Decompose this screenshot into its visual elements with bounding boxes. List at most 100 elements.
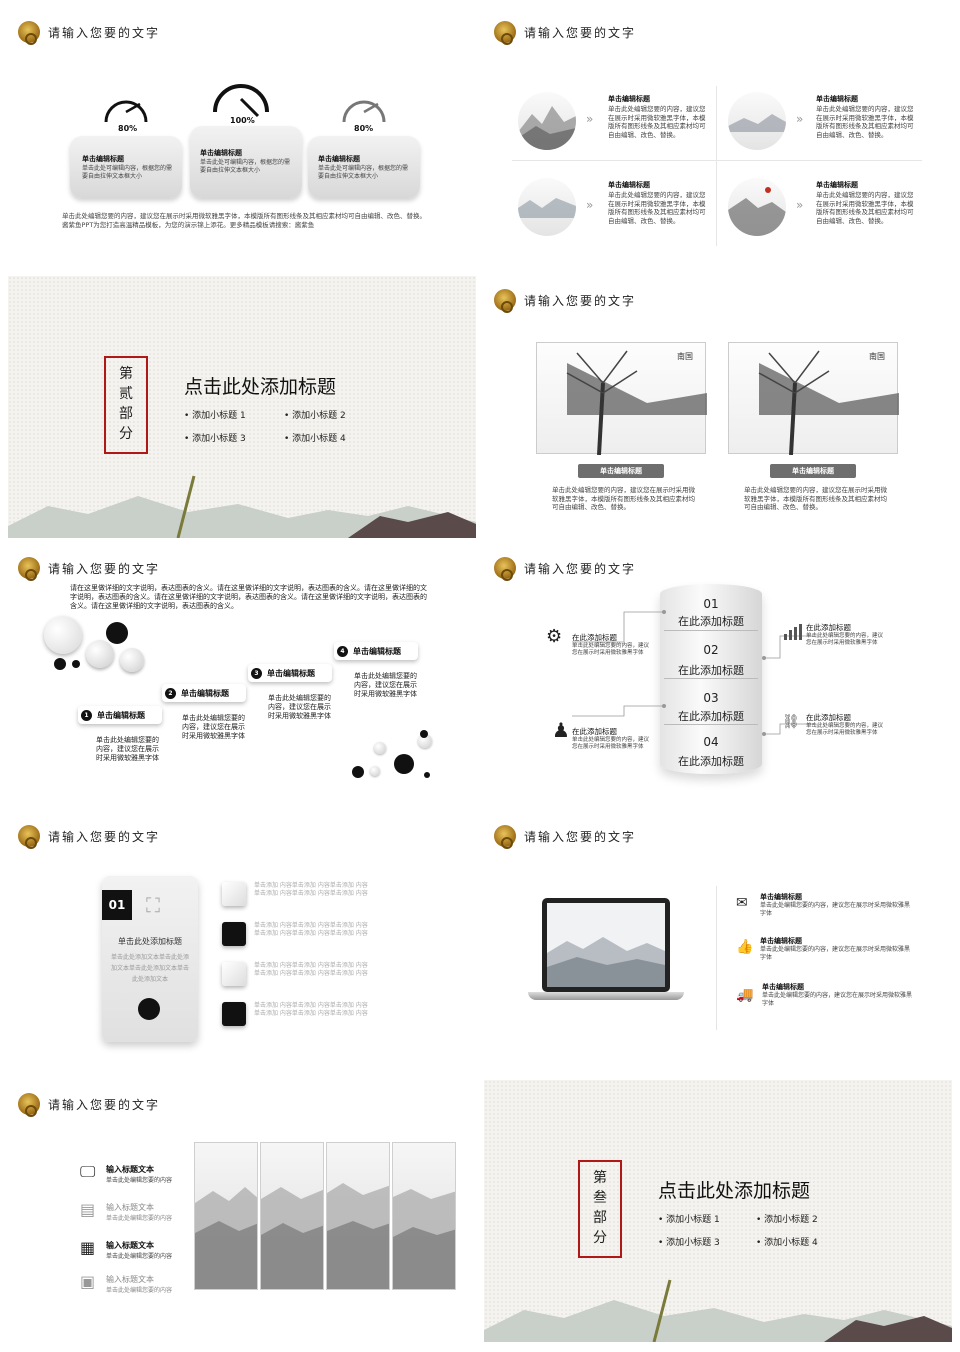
landscape-circle-image (728, 92, 786, 150)
black-square (222, 922, 246, 946)
item-body: 单击此处编辑您要的内容，建议您在展示时采用微软雅黑字体，本模版所有图形线条及其相… (744, 486, 887, 511)
subtitle-text: 添加小标题 3 (192, 434, 246, 444)
layer-label[interactable]: 在此添加标题 (678, 664, 744, 677)
item-body: 单击此处编辑您要的内容 (106, 1253, 173, 1260)
slide-6[interactable]: 请输入您要的文字 01 在此添加标题 02 在此添加标题 03 在此添加标题 0… (484, 544, 952, 806)
step-title: 单击编辑标题 (181, 688, 229, 698)
slide-header: 请输入您要的文字 (18, 824, 160, 849)
white-square (222, 882, 246, 906)
layer-label[interactable]: 在此添加标题 (678, 710, 744, 723)
slide-8[interactable]: 请输入您要的文字 ✉ 👍 🚚 单击编辑标题 单击此处编辑您要的内容，建议您在展示… (484, 812, 952, 1074)
subtitle-text: 添加小标题 2 (292, 411, 346, 421)
header-text: 请输入您要的文字 (48, 25, 161, 40)
slide-7[interactable]: 请输入您要的文字 01 ⛶ 单击此处添加标题 单击此处添加文本单击此处添加文本单… (8, 812, 476, 1074)
list-row-text: 单击添加 内容单击添加 内容单击添加 内容单击添加 内容单击添加 内容单击添加 … (254, 922, 368, 937)
chart-icon: ▦ (80, 1238, 96, 1257)
subtitle-item[interactable]: • 添加小标题 4 (284, 434, 346, 444)
subtitle-text: 添加小标题 4 (292, 434, 346, 444)
gauge-icon (342, 100, 386, 123)
slide-4[interactable]: 请输入您要的文字 南国 南国 单击编辑标题 单击编辑标题 单击此处编辑您要的内容… (484, 276, 952, 538)
slide-1[interactable]: 请输入您要的文字 80% 100% 80% 单击编辑标题 单击此处可编辑内容，根… (8, 8, 476, 270)
list-row-text: 单击添加 内容单击添加 内容单击添加 内容单击添加 内容单击添加 内容单击添加 … (254, 962, 368, 977)
item-title: 单击编辑标题 (816, 181, 858, 189)
seal-char: 第 (119, 366, 133, 382)
divider (716, 886, 717, 1030)
step-body: 单击此处编辑您要的内容，建议您在展示时采用微软雅黑字体 (268, 694, 331, 720)
truck-icon: 🚚 (736, 987, 754, 1003)
edit-title-button[interactable]: 单击编辑标题 (770, 464, 856, 478)
subtitle-item[interactable]: • 添加小标题 2 (284, 411, 346, 421)
item-title: 单击编辑标题 (762, 983, 804, 991)
card-title: 单击编辑标题 (82, 155, 124, 163)
person-icon: ♟ (552, 718, 570, 742)
subtitle-item[interactable]: • 添加小标题 3 (658, 1238, 720, 1248)
landscape-panel (392, 1142, 456, 1290)
slide-10[interactable]: 第 叁 部 分 点击此处添加标题 • 添加小标题 1 • 添加小标题 2 • 添… (484, 1080, 952, 1342)
seal-mark: 南国 (869, 351, 885, 361)
layer-divider (664, 724, 758, 725)
cylinder-stack (660, 584, 762, 774)
item-body: 单击此处编辑您要的内容，建议您在展示时采用微软雅黑字体，本模版所有图形线条及其相… (816, 105, 914, 139)
list-row-text: 单击添加 内容单击添加 内容单击添加 内容单击添加 内容单击添加 内容单击添加 … (254, 1002, 368, 1017)
callout-title: 在此添加标题 (806, 713, 851, 722)
decor-circle (54, 658, 66, 670)
subtitle-item[interactable]: • 添加小标题 4 (756, 1238, 818, 1248)
slide-header: 请输入您要的文字 (494, 288, 637, 313)
section-title[interactable]: 点击此处添加标题 (184, 376, 337, 398)
door-knocker-icon (494, 21, 516, 45)
seal-mark: 南国 (677, 351, 693, 361)
thumbs-up-icon: 👍 (736, 939, 754, 955)
seal-char: 叁 (593, 1190, 607, 1206)
layer-label[interactable]: 在此添加标题 (678, 615, 744, 628)
subtitle-item[interactable]: • 添加小标题 3 (184, 434, 246, 444)
layer-label[interactable]: 在此添加标题 (678, 755, 744, 768)
intro-text: 请在这里做详细的文字说明，表达图表的含义。请在这里做详细的文字说明，表达图表的含… (70, 584, 427, 610)
step-title: 单击编辑标题 (267, 668, 315, 678)
slide-3[interactable]: 第 贰 部 分 点击此处添加标题 • 添加小标题 1 • 添加小标题 2 • 添… (8, 276, 476, 538)
ink-mountain-illustration (484, 1279, 952, 1342)
bar-chart-icon (784, 624, 802, 640)
item-title: 输入标题文本 (106, 1241, 154, 1250)
header-text: 请输入您要的文字 (524, 293, 637, 308)
decor-circle (424, 772, 430, 778)
slide-9[interactable]: 请输入您要的文字 🖵 ▤ ▦ ▣ 输入标题文本 单击此处编辑您要的内容 输入标题… (8, 1080, 476, 1342)
subtitle-item[interactable]: • 添加小标题 1 (658, 1215, 720, 1225)
header-text: 请输入您要的文字 (524, 25, 637, 40)
laptop-screen (542, 898, 670, 992)
info-card[interactable] (308, 136, 420, 198)
subtitle-item[interactable]: • 添加小标题 1 (184, 411, 246, 421)
slide-2[interactable]: 请输入您要的文字 » » » » 单击编辑标题 单击此处编辑您要的内容，建议您在… (484, 8, 952, 270)
card-body: 单击此处可编辑内容，根据您的需要自由拉伸文本框大小 (318, 165, 409, 180)
layer-number: 04 (703, 735, 719, 749)
slide-5[interactable]: 请输入您要的文字 请在这里做详细的文字说明，表达图表的含义。请在这里做详细的文字… (8, 544, 476, 806)
decor-circle (86, 640, 114, 668)
section-title[interactable]: 点击此处添加标题 (658, 1180, 811, 1202)
decor-circle (374, 742, 386, 754)
card-title: 单击编辑标题 (200, 149, 242, 157)
ink-mountain-illustration (8, 475, 476, 538)
decor-circle (106, 622, 128, 644)
item-title: 单击编辑标题 (608, 181, 650, 189)
callout-title: 在此添加标题 (572, 633, 617, 642)
door-knocker-icon (18, 825, 40, 849)
number-badge: 01 (102, 890, 132, 920)
mail-icon: ✉ (736, 895, 748, 911)
callout-title: 在此添加标题 (572, 727, 617, 736)
card-body: 单击此处可编辑内容，根据您的需要自由拉伸文本框大小 (200, 159, 291, 174)
info-card[interactable] (70, 136, 182, 198)
step-number: 1 (81, 709, 92, 721)
double-chevron-icon: » (796, 112, 804, 126)
decor-circle (44, 616, 82, 654)
info-card[interactable] (190, 126, 302, 198)
edit-title-button[interactable]: 单击编辑标题 (578, 464, 664, 478)
subtitle-text: 添加小标题 3 (666, 1238, 720, 1248)
item-body: 单击此处编辑您要的内容，建议您在展示时采用微软雅黑字体，本模版所有图形线条及其相… (552, 486, 695, 511)
seal-char: 第 (593, 1170, 607, 1186)
subtitle-item[interactable]: • 添加小标题 2 (756, 1215, 818, 1225)
laptop-base (528, 992, 684, 1000)
layer-number: 03 (703, 691, 719, 705)
